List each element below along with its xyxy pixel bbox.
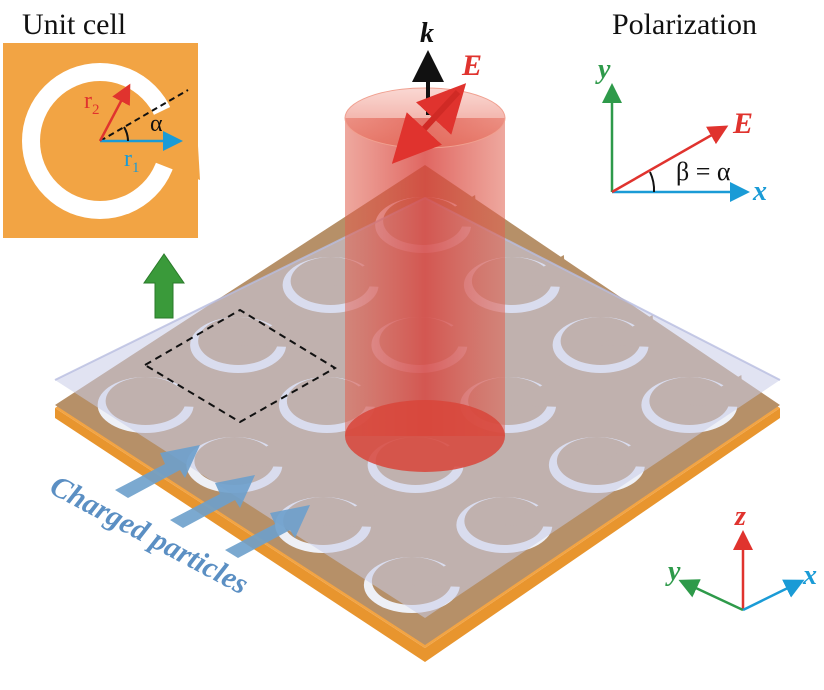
- polarization-axes: [602, 83, 750, 202]
- axis-z-label: z: [734, 501, 746, 532]
- unit-cell-outline: [143, 308, 337, 424]
- r1-label: r1: [124, 146, 140, 176]
- polarization-title: Polarization: [612, 8, 757, 41]
- polarization-x-label: x: [752, 176, 767, 207]
- laser-beam: [344, 87, 506, 472]
- axis-x-label: x: [802, 560, 817, 591]
- alpha-label: α: [150, 111, 163, 137]
- coordinate-axes: [678, 530, 805, 612]
- axis-y-label: y: [665, 556, 681, 587]
- green-up-arrow: [143, 253, 185, 319]
- polarization-y-label: y: [595, 54, 611, 85]
- r2-label: r2: [84, 88, 100, 118]
- polarization-e-label: E: [732, 107, 753, 140]
- k-label: k: [420, 18, 434, 49]
- beam-e-label: E: [461, 49, 482, 82]
- e-field-arrow: [391, 83, 467, 164]
- particle-arrows: [115, 445, 310, 558]
- unit-cell-inset: [3, 43, 200, 238]
- beta-label: β = α: [676, 157, 731, 186]
- unit-cell-title: Unit cell: [22, 8, 126, 41]
